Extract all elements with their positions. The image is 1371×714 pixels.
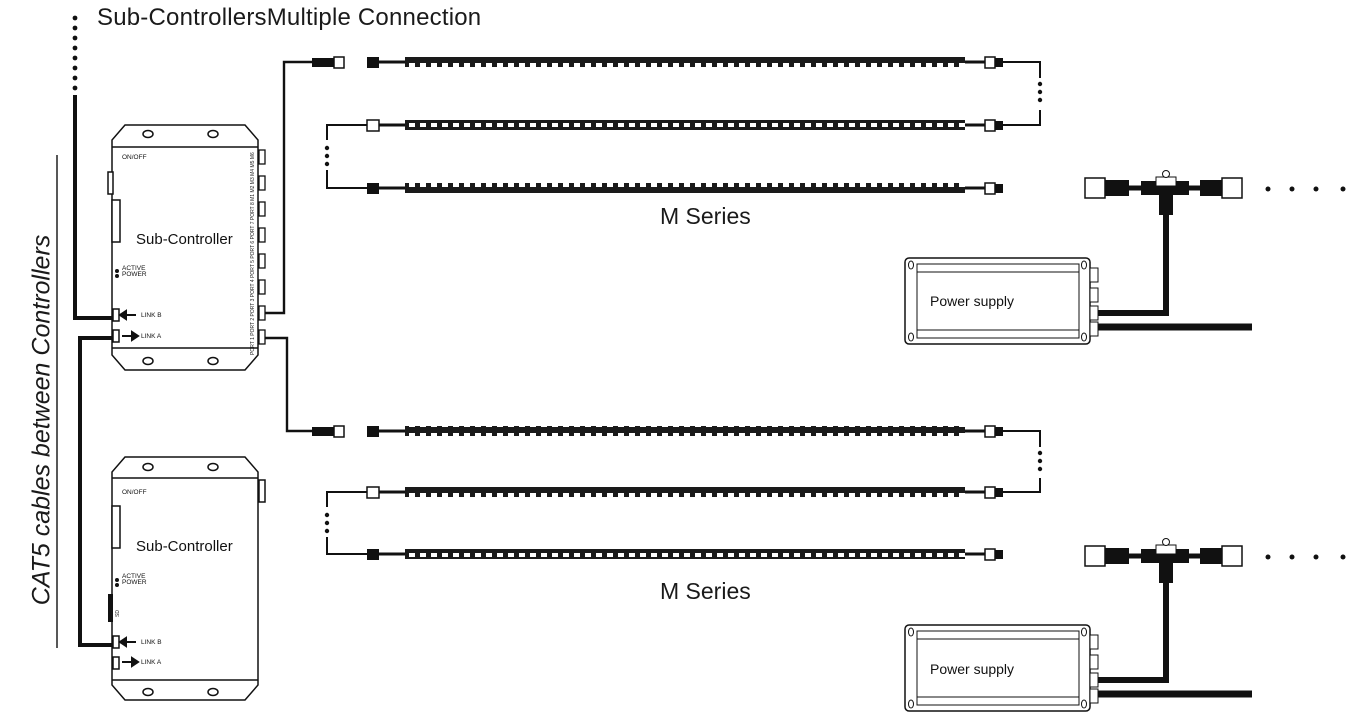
strip-jumpers-1 (326, 61, 1041, 189)
controller-1-link-arrows (118, 309, 140, 342)
controller-2-name: Sub-Controller (136, 538, 233, 555)
led-strip-row-4 (312, 425, 1003, 438)
controller-2-sd-label: SD (115, 610, 121, 617)
power-supply-1-label: Power supply (930, 293, 1015, 309)
controller-2-active-label: ACTIVE (122, 573, 146, 580)
side-label-text: CAT5 cables between Controllers (27, 234, 56, 606)
led-strips-group-2 (312, 425, 1043, 561)
controller-1-on-off-label: ON/OFF (122, 154, 147, 161)
t-connector-1 (1084, 170, 1346, 215)
controller-1-name: Sub-Controller (136, 231, 233, 248)
dotted-leader-top (72, 15, 78, 91)
controller-2-extras (108, 578, 119, 622)
controller-1-power-label: POWER (122, 271, 147, 278)
t-connector-2 (1084, 538, 1346, 583)
port-cables (265, 60, 312, 433)
led-strip-row-3 (367, 182, 1003, 195)
controller-2-link-a-label: LINK A (141, 659, 162, 666)
sub-controller-1-body (107, 124, 259, 371)
controller-2-power-label: POWER (122, 579, 147, 586)
controller-1-port-strip-label: PORT 1 PORT 2 PORT 3 PORT 4 PORT 5 PORT … (250, 152, 256, 355)
controller-1-link-a-label: LINK A (141, 333, 162, 340)
power-supply-2 (904, 578, 1252, 712)
controller-2-link-b-label: LINK B (141, 639, 162, 646)
series-label-1: M Series (660, 203, 751, 229)
sub-controller-2-body (111, 456, 266, 701)
power-supply-2-label: Power supply (930, 661, 1015, 677)
controller-1-ports (258, 149, 266, 345)
strip-jumpers-2 (326, 430, 1041, 555)
led-strip-row-5 (366, 486, 1003, 499)
controller-2-on-off-label: ON/OFF (122, 489, 147, 496)
led-strips-group-1 (312, 56, 1043, 195)
series-label-2: M Series (660, 578, 751, 604)
led-strip-row-2 (366, 119, 1003, 132)
controller-1-link-b-label: LINK B (141, 312, 162, 319)
power-supply-1 (904, 210, 1252, 345)
strip-dots-2 (324, 450, 1043, 534)
controller-1-active-label: ACTIVE (122, 265, 146, 272)
cat5-cables (73, 95, 112, 647)
controller-2-link-arrows (118, 636, 140, 668)
led-strip-row-6 (367, 548, 1003, 561)
controller-1-leds (115, 269, 119, 278)
strip-dots-1 (324, 81, 1043, 167)
diagram-title: Sub-ControllersMultiple Connection (97, 4, 482, 31)
led-strip-row-1 (312, 56, 1003, 69)
